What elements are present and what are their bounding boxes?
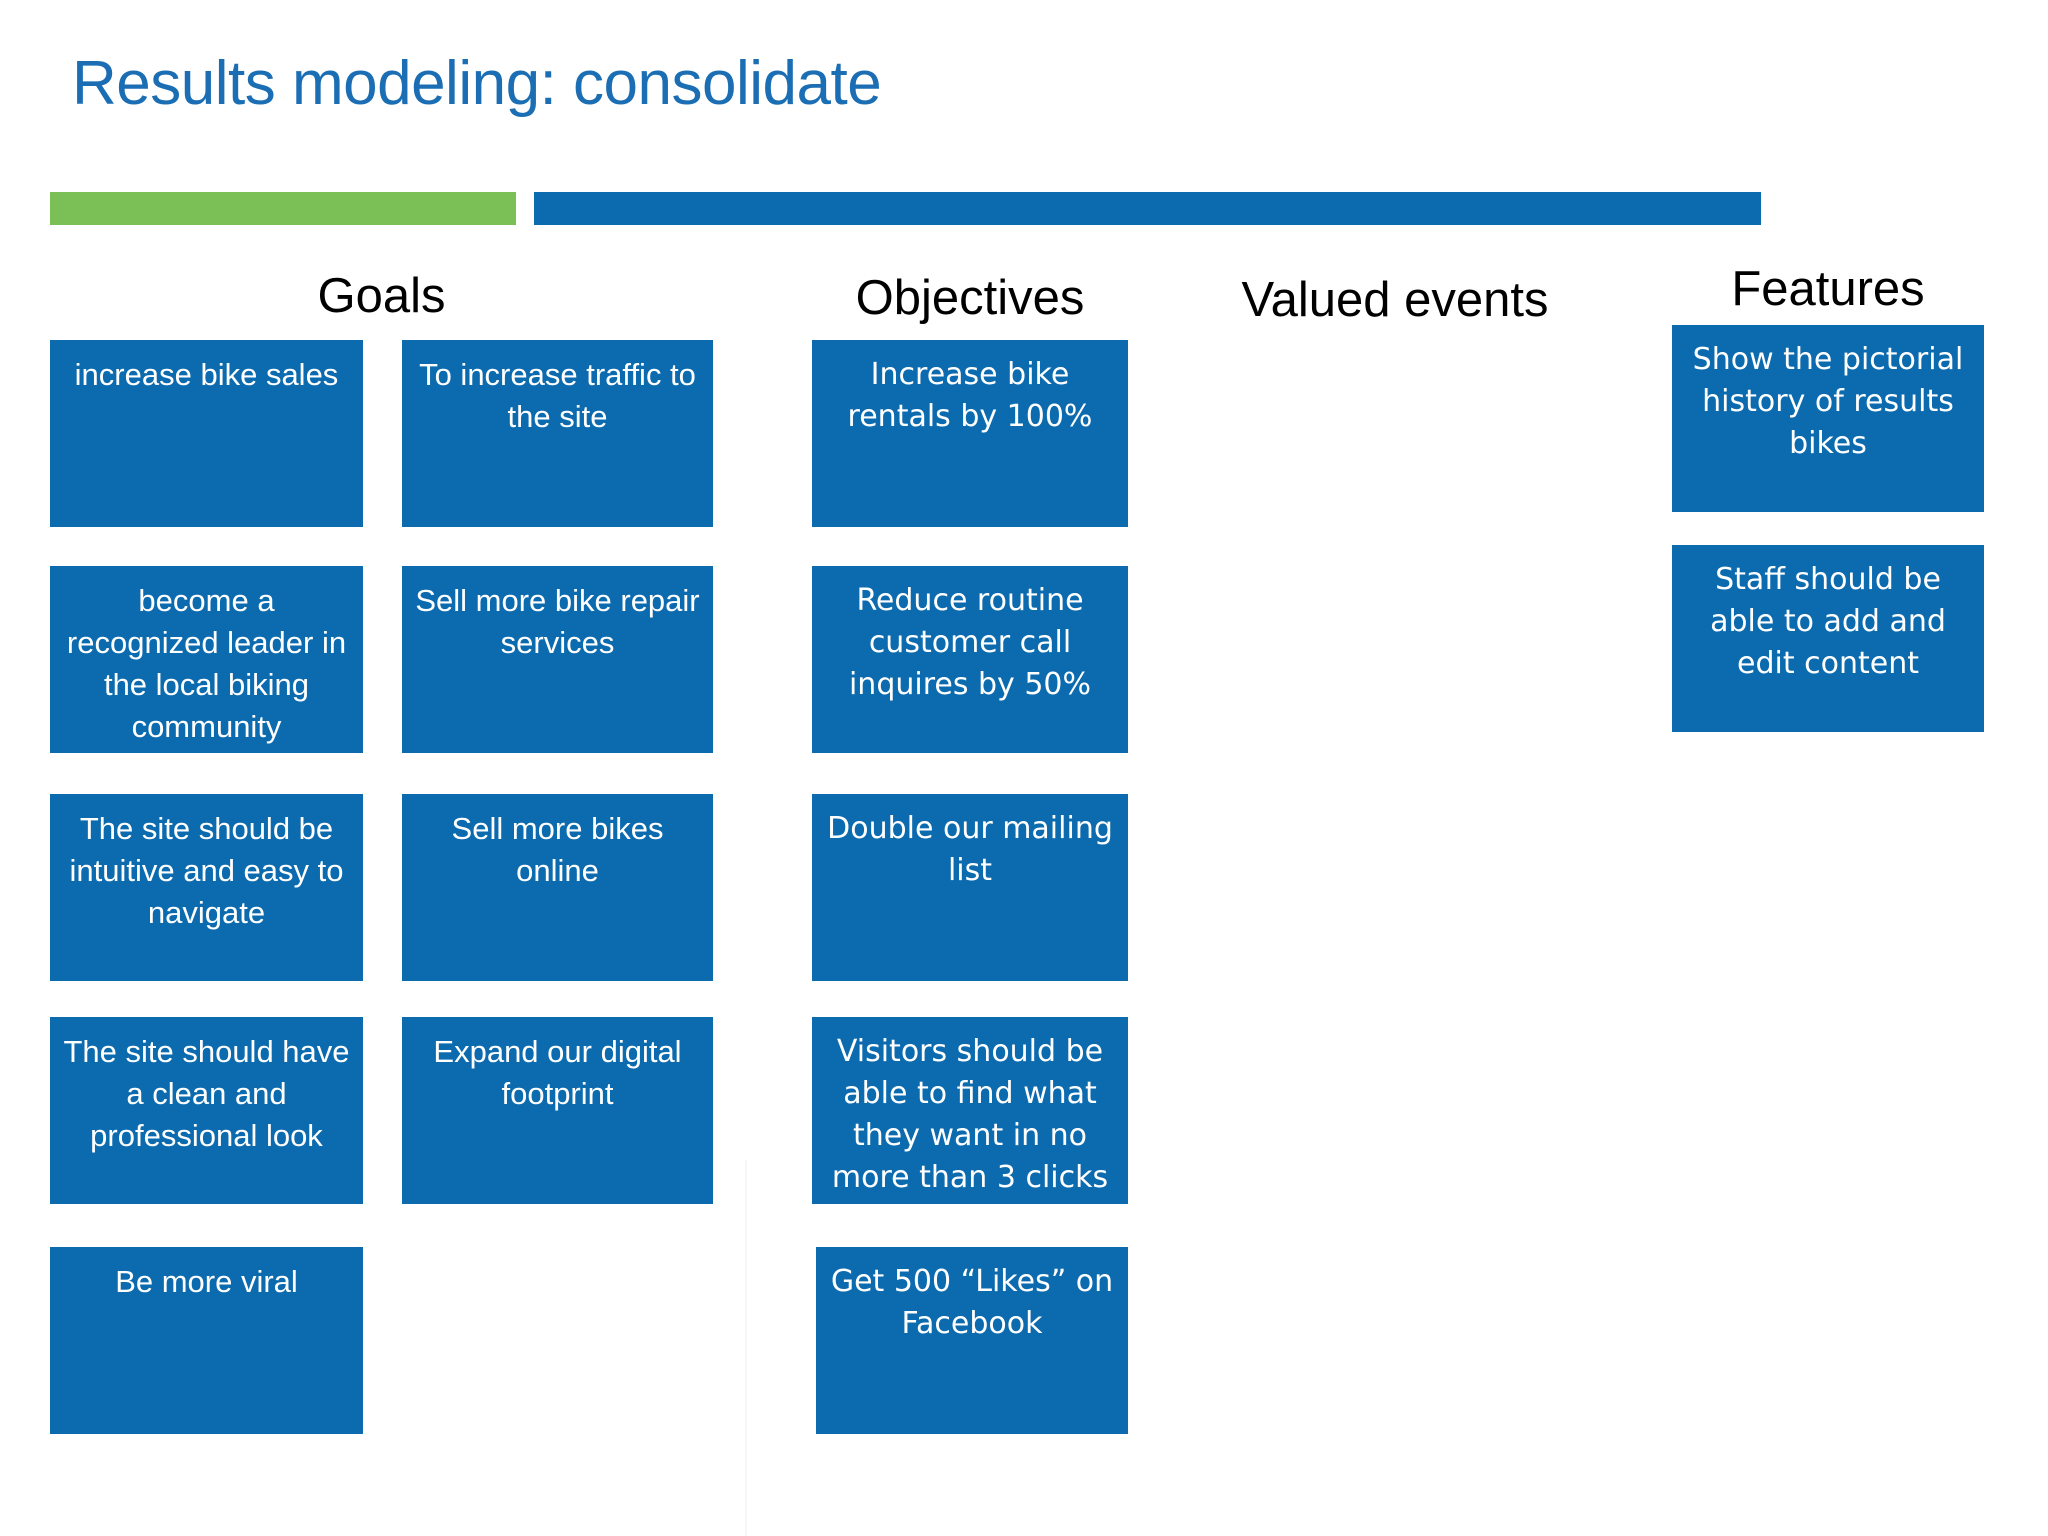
column-header-objectives: Objectives [855,271,1085,325]
card-label: Sell more bike repair services [415,583,700,660]
goal-card[interactable]: Sell more bike repair services [402,566,713,753]
goal-card[interactable]: Sell more bikes online [402,794,713,981]
column-header-features: Features [1731,262,1925,316]
feature-card[interactable]: Staff should be able to add and edit con… [1672,545,1984,732]
card-label: To increase traffic to the site [419,357,696,434]
card-label: Show the pictorial history of results bi… [1692,342,1964,461]
card-label: The site should be intuitive and easy to… [69,811,344,930]
objective-card[interactable]: Reduce routine customer call inquires by… [812,566,1128,753]
accent-rule-blue [534,192,1761,225]
objective-card[interactable]: Increase bike rentals by 100% [812,340,1128,527]
card-label: Visitors should be able to find what the… [831,1034,1109,1195]
goal-card[interactable]: Expand our digital footprint [402,1017,713,1204]
goal-card[interactable]: Be more viral [50,1247,363,1434]
card-label: become a recognized leader in the local … [66,583,347,744]
objective-card[interactable]: Double our mailing list [812,794,1128,981]
card-label: Staff should be able to add and edit con… [1710,562,1946,681]
faint-guide-line [745,1160,747,1536]
feature-card[interactable]: Show the pictorial history of results bi… [1672,325,1984,512]
goal-card[interactable]: become a recognized leader in the local … [50,566,363,753]
card-label: The site should have a clean and profess… [63,1034,350,1153]
goal-card[interactable]: The site should be intuitive and easy to… [50,794,363,981]
card-label: increase bike sales [74,357,339,392]
card-label: Get 500 “Likes” on Facebook [830,1264,1114,1341]
objective-card[interactable]: Get 500 “Likes” on Facebook [816,1247,1128,1434]
accent-rule-green [50,192,516,225]
card-label: Increase bike rentals by 100% [847,357,1093,434]
card-label: Sell more bikes online [451,811,664,888]
goal-card[interactable]: The site should have a clean and profess… [50,1017,363,1204]
page-title: Results modeling: consolidate [72,49,882,118]
card-label: Double our mailing list [827,811,1113,888]
goal-card[interactable]: To increase traffic to the site [402,340,713,527]
card-label: Be more viral [115,1264,298,1299]
objective-card[interactable]: Visitors should be able to find what the… [812,1017,1128,1204]
column-header-goals: Goals [317,269,446,323]
card-label: Reduce routine customer call inquires by… [848,583,1092,702]
column-header-valued-events: Valued events [1241,273,1549,327]
card-label: Expand our digital footprint [433,1034,682,1111]
goal-card[interactable]: increase bike sales [50,340,363,527]
